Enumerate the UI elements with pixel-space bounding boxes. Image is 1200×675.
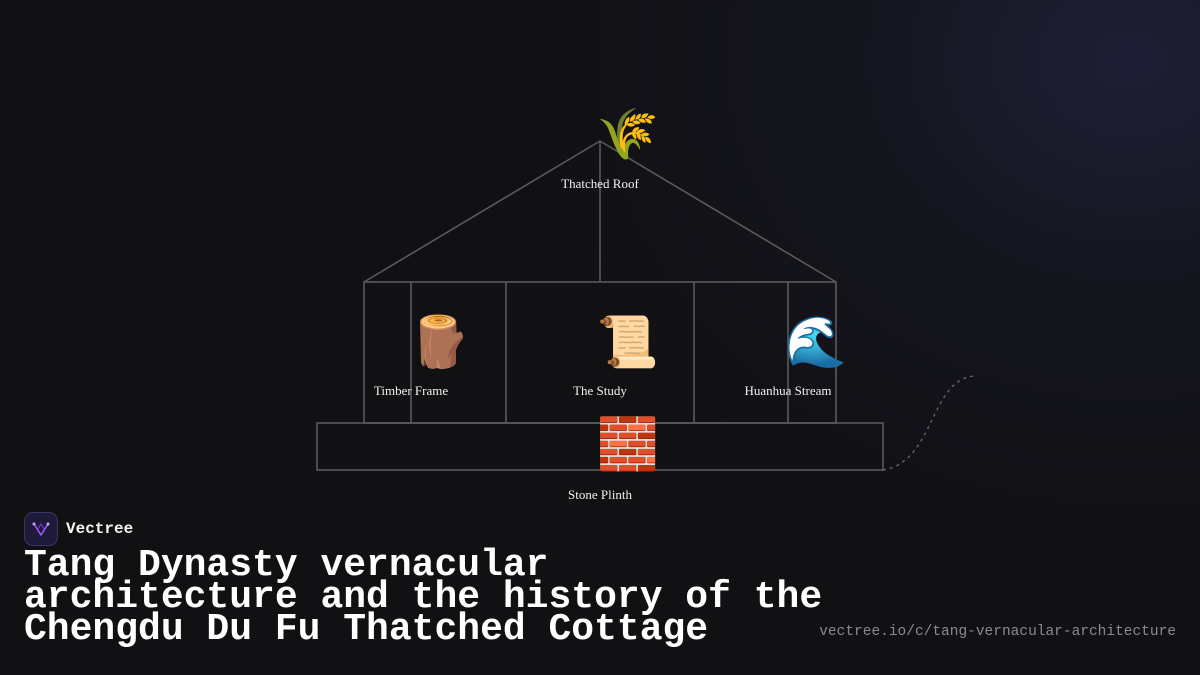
timber-frame-label: Timber Frame (373, 383, 449, 398)
vectree-logo-icon (24, 512, 58, 546)
plinth-base (316, 422, 884, 471)
brand-name: Vectree (66, 520, 134, 538)
plinth-label: Stone Plinth (568, 487, 632, 502)
study-label: The Study (573, 383, 627, 398)
page-title: Tang Dynasty vernacular architecture and… (24, 544, 823, 651)
brick-icon: 🧱 (596, 415, 660, 473)
page-url[interactable]: vectree.io/c/tang-vernacular-architectur… (819, 624, 1176, 640)
stream-label: Huanhua Stream (744, 383, 832, 398)
stream-curve (882, 375, 976, 471)
sheaf-of-rice-icon: 🌾 (596, 105, 660, 163)
scroll-icon: 📜 (596, 313, 660, 371)
roof-right-edge (599, 140, 837, 283)
water-wave-icon: 🌊 (784, 313, 848, 371)
roof-label: Thatched Roof (561, 176, 639, 191)
roof-left-edge (363, 140, 601, 283)
wood-log-icon: 🪵 (408, 313, 472, 371)
brand[interactable]: Vectree (24, 512, 133, 546)
